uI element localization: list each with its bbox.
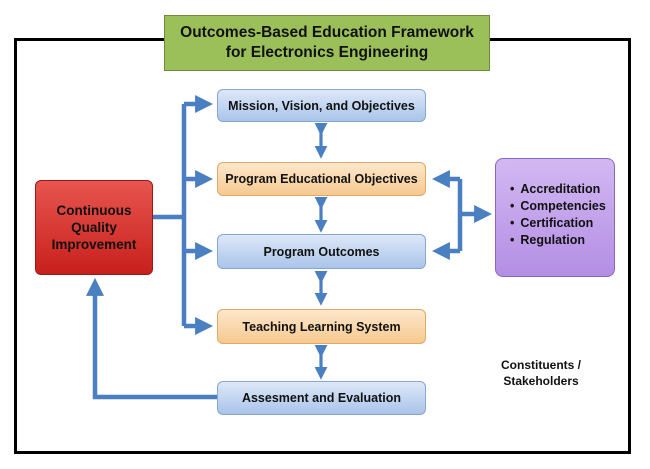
- requirement-item: Competencies: [510, 198, 614, 215]
- requirement-item: Regulation: [510, 232, 614, 249]
- assessment-box: Assesment and Evaluation: [217, 381, 426, 415]
- cqi-line-1: Continuous: [56, 203, 132, 218]
- requirements-box: Accreditation Competencies Certification…: [495, 158, 615, 277]
- stakeholders-label: Constituents / Stakeholders: [494, 357, 588, 389]
- po-box: Program Outcomes: [217, 234, 426, 269]
- stakeholders-line-2: Stakeholders: [503, 374, 579, 388]
- diagram-title: Outcomes-Based Education Framework for E…: [164, 15, 490, 71]
- tls-label: Teaching Learning System: [242, 319, 401, 334]
- cqi-line-2: Quality: [71, 220, 117, 235]
- cqi-box: Continuous Quality Improvement: [35, 180, 153, 275]
- peo-box: Program Educational Objectives: [217, 162, 426, 196]
- stakeholders-line-1: Constituents /: [501, 358, 581, 372]
- mission-box: Mission, Vision, and Objectives: [217, 89, 426, 122]
- peo-label: Program Educational Objectives: [225, 172, 418, 186]
- title-line-1: Outcomes-Based Education Framework: [180, 24, 474, 41]
- mission-label: Mission, Vision, and Objectives: [228, 98, 415, 113]
- tls-box: Teaching Learning System: [217, 309, 426, 344]
- requirement-item: Accreditation: [510, 181, 614, 198]
- feedback-arrow: [86, 277, 218, 400]
- requirement-item: Certification: [510, 215, 614, 232]
- assessment-label: Assesment and Evaluation: [241, 391, 402, 405]
- title-line-2: for Electronics Engineering: [225, 44, 429, 61]
- po-label: Program Outcomes: [263, 244, 380, 259]
- requirements-list: Accreditation Competencies Certification…: [496, 159, 614, 249]
- cqi-line-3: Improvement: [51, 237, 137, 252]
